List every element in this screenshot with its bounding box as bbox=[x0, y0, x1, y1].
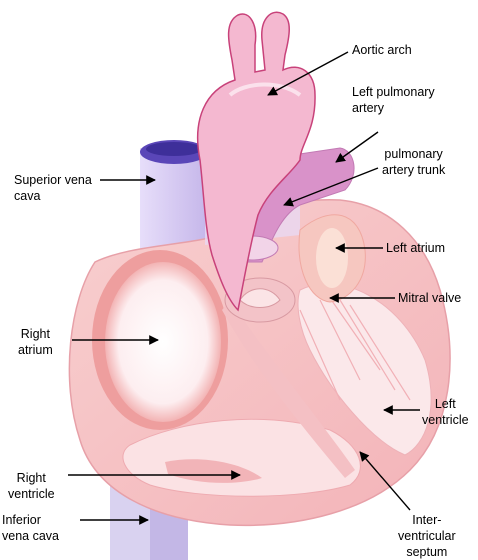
septum-shape bbox=[222, 300, 355, 478]
right-atrium-chamber bbox=[92, 250, 228, 430]
label-right-ventricle: Right ventricle bbox=[8, 471, 55, 501]
label-inferior-vena-cava: Inferior vena cava bbox=[2, 513, 59, 543]
left-ventricle-chamber bbox=[297, 283, 432, 456]
pointer-arrows bbox=[68, 51, 420, 525]
arrow-aortic-arch bbox=[267, 51, 349, 96]
label-left-ventricle: Left ventricle bbox=[422, 397, 469, 427]
label-right-atrium: Right atrium bbox=[18, 327, 53, 357]
chordae-tendineae bbox=[299, 297, 411, 401]
arrow-septum bbox=[359, 451, 411, 511]
label-superior-vena-cava: Superior vena cava bbox=[14, 173, 92, 203]
arrow-pulmonary-trunk bbox=[283, 167, 379, 207]
label-pulmonary-trunk: pulmonary artery trunk bbox=[382, 147, 446, 177]
label-left-atrium: Left atrium bbox=[386, 241, 446, 255]
arrow-left-pulmonary-artery bbox=[335, 131, 379, 163]
label-left-pulmonary-artery: Left pulmonary artery bbox=[352, 85, 435, 115]
label-aortic-arch: Aortic arch bbox=[352, 43, 412, 57]
label-mitral-valve: Mitral valve bbox=[398, 291, 462, 305]
label-interventricular-septum: Inter- ventricular septum bbox=[398, 513, 456, 559]
left-atrium-inner bbox=[316, 228, 348, 288]
aortic-arch-highlight bbox=[228, 82, 302, 97]
